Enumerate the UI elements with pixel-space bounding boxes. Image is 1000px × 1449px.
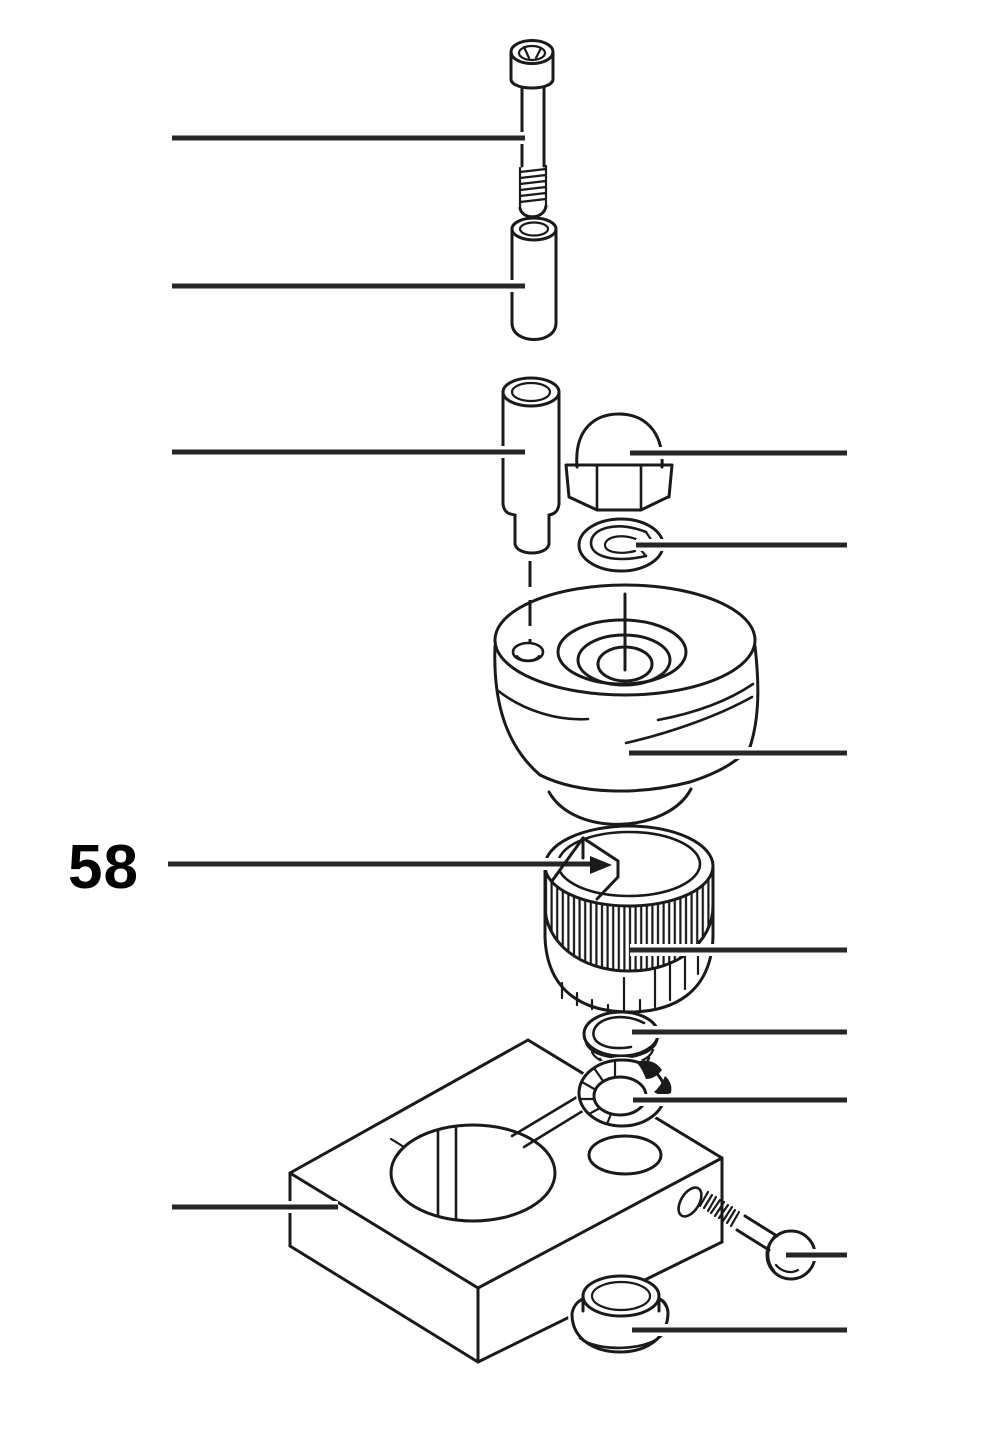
pan-head-screw-icon xyxy=(677,1186,817,1281)
pulley-housing-icon xyxy=(493,583,760,826)
leader-line-callout-58 xyxy=(168,856,612,874)
cap-nut-icon xyxy=(564,412,674,512)
spacer-sleeve-icon xyxy=(510,216,558,341)
socket-head-cap-screw-icon xyxy=(509,39,555,219)
part-number-label: 58 xyxy=(68,833,139,902)
tooth-lock-washer-icon xyxy=(576,1057,672,1129)
callout-arrowhead xyxy=(590,856,612,874)
cap-grommet-icon xyxy=(568,1274,672,1354)
leader-lines xyxy=(168,132,847,1336)
knob-wedge-pointer-icon xyxy=(550,836,620,901)
stepped-bushing-icon xyxy=(501,376,561,555)
